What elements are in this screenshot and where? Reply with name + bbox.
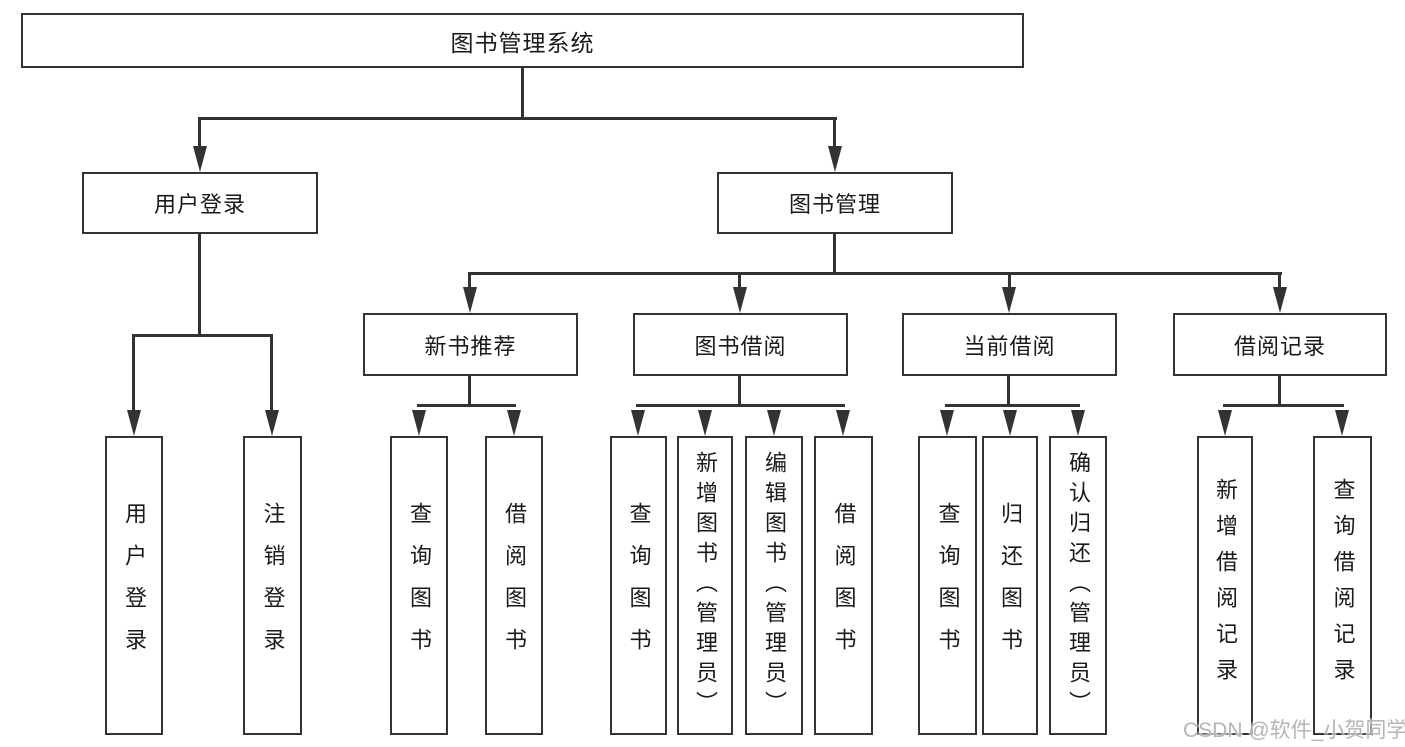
node-leaf-return-book: 归还图书 [982, 436, 1038, 735]
connector-book-mgmt-rail [468, 272, 1282, 275]
arrowhead-icon [507, 410, 521, 436]
node-leaf-query-borrow-record: 查询借阅记录 [1313, 436, 1372, 735]
arrowhead-icon [265, 410, 279, 436]
arrowhead-icon [836, 410, 850, 436]
node-leaf-borrow-book-2: 借阅图书 [814, 436, 873, 735]
connector-book-borrow-rail [636, 404, 845, 407]
node-root-label: 图书管理系统 [450, 29, 595, 56]
node-root: 图书管理系统 [21, 13, 1024, 68]
arrowhead-icon [631, 410, 645, 436]
node-leaf-logout: 注销登录 [243, 436, 302, 735]
node-book-mgmt-group-label: 图书管理 [788, 192, 881, 217]
connector-drop-user-login [198, 117, 201, 148]
arrowhead-icon [1335, 410, 1349, 436]
connector-root-rail [198, 117, 837, 120]
node-user-login-group: 用户登录 [82, 172, 318, 234]
connector-drop-book-borrow [738, 272, 741, 290]
node-book-borrow: 图书借阅 [633, 313, 848, 376]
arrowhead-icon [1003, 410, 1017, 436]
node-leaf-add-borrow-record: 新增借阅记录 [1197, 436, 1253, 735]
node-leaf-borrow-book-1: 借阅图书 [485, 436, 543, 735]
connector-current-borrow-rail [945, 404, 1080, 407]
node-leaf-user-login: 用户登录 [105, 436, 163, 735]
node-leaf-return-book-label: 归还图书 [998, 501, 1023, 670]
node-leaf-query-book-3: 查询图书 [918, 436, 977, 735]
arrowhead-icon [463, 287, 477, 313]
node-leaf-query-book-1-label: 查询图书 [407, 501, 432, 670]
node-user-login-group-label: 用户登录 [153, 192, 246, 217]
arrowhead-icon [940, 410, 954, 436]
node-leaf-borrow-book-2-label: 借阅图书 [831, 501, 857, 670]
node-leaf-add-book-admin-label: 新增图书（管理员） [693, 450, 718, 721]
connector-drop-book-mgmt [833, 117, 836, 148]
connector-drop-borrow-records [1278, 272, 1281, 290]
connector-current-borrow-stem [1007, 375, 1010, 407]
arrowhead-icon [767, 410, 781, 436]
node-current-borrow: 当前借阅 [902, 313, 1117, 376]
arrowhead-icon [1002, 287, 1016, 313]
node-leaf-confirm-return-admin-label: 确认归还（管理员） [1066, 450, 1091, 721]
node-new-book-rec: 新书推荐 [363, 313, 578, 376]
node-book-borrow-label: 图书借阅 [694, 333, 787, 359]
node-leaf-query-book-1: 查询图书 [390, 436, 448, 735]
arrowhead-icon [193, 146, 207, 172]
node-leaf-edit-book-admin: 编辑图书（管理员） [745, 436, 803, 735]
node-leaf-confirm-return-admin: 确认归还（管理员） [1049, 436, 1107, 735]
node-current-borrow-label: 当前借阅 [963, 333, 1056, 359]
arrowhead-icon [1273, 287, 1287, 313]
connector-borrow-records-rail [1223, 404, 1344, 407]
connector-new-book-rec-rail [417, 404, 516, 407]
connector-drop-leaf-logout [270, 334, 273, 412]
connector-user-login-rail [132, 334, 273, 337]
arrowhead-icon [698, 410, 712, 436]
node-leaf-query-borrow-record-label: 查询借阅记录 [1330, 477, 1356, 694]
node-leaf-user-login-label: 用户登录 [122, 501, 147, 670]
connector-book-mgmt-stem [833, 234, 836, 275]
node-leaf-add-borrow-record-label: 新增借阅记录 [1213, 477, 1238, 694]
arrowhead-icon [412, 410, 426, 436]
connector-drop-current-borrow [1008, 272, 1011, 290]
watermark: CSDN @软件_小贺同学 [1183, 719, 1405, 742]
node-new-book-rec-label: 新书推荐 [424, 333, 517, 359]
node-leaf-query-book-2: 查询图书 [610, 436, 667, 735]
connector-new-book-rec-stem [468, 375, 471, 407]
node-leaf-add-book-admin: 新增图书（管理员） [677, 436, 733, 735]
arrowhead-icon [733, 287, 747, 313]
arrowhead-icon [127, 410, 141, 436]
node-leaf-edit-book-admin-label: 编辑图书（管理员） [762, 450, 787, 721]
node-book-mgmt-group: 图书管理 [717, 172, 953, 234]
connector-drop-leaf-user-login [132, 334, 135, 412]
connector-borrow-records-stem [1278, 375, 1281, 407]
arrowhead-icon [828, 146, 842, 172]
connector-drop-new-book-rec [468, 272, 471, 290]
node-leaf-query-book-3-label: 查询图书 [935, 501, 961, 670]
arrowhead-icon [1218, 410, 1232, 436]
node-borrow-records-label: 借阅记录 [1233, 333, 1326, 359]
node-leaf-logout-label: 注销登录 [260, 501, 286, 670]
node-leaf-borrow-book-1-label: 借阅图书 [502, 501, 527, 670]
connector-user-login-stem [198, 234, 201, 337]
node-borrow-records: 借阅记录 [1173, 313, 1387, 376]
connector-book-borrow-stem [738, 375, 741, 407]
connector-root-stem [521, 68, 524, 118]
node-leaf-query-book-2-label: 查询图书 [626, 501, 652, 670]
arrowhead-icon [1071, 410, 1085, 436]
